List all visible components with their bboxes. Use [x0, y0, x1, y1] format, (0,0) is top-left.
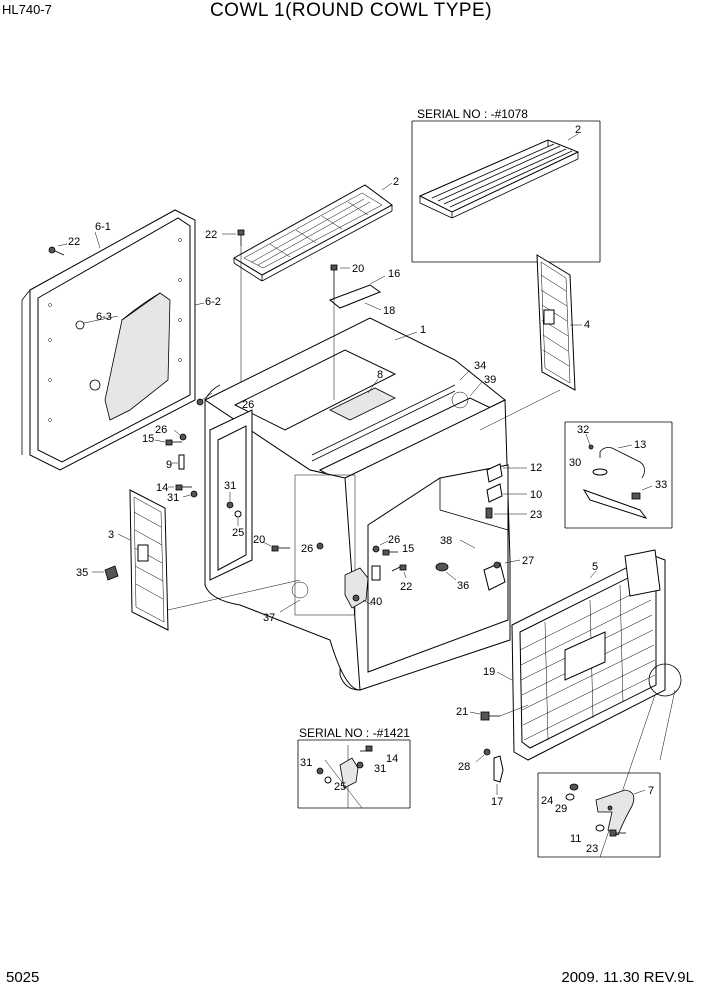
- part-top-grille: 2 22: [205, 176, 399, 400]
- callout-39: 39: [484, 374, 496, 386]
- callout-19: 19: [483, 666, 495, 678]
- callout-6-3: 6-3: [96, 311, 112, 323]
- hardware-hinges: 12 10 23 38 27 36: [435, 462, 542, 592]
- callout-15-left: 15: [142, 433, 154, 445]
- callout-2: 2: [393, 176, 399, 188]
- inset2-callout-31-right: 31: [374, 763, 386, 775]
- inset-hook: 7 24 29 11 23: [537, 689, 676, 858]
- callout-10: 10: [530, 489, 542, 501]
- inset2-serial-label: SERIAL NO : -#1421: [299, 726, 410, 740]
- hardware-middle: 26 26 15 22 40 37: [263, 534, 414, 624]
- callout-3: 3: [108, 529, 114, 541]
- inset-handle: 32 30 13 33: [564, 421, 673, 529]
- callout-24: 24: [541, 795, 553, 807]
- inset2-callout-25: 25: [334, 781, 346, 793]
- callout-11: 11: [570, 833, 581, 845]
- inset2-callout-31-left: 31: [300, 757, 312, 769]
- callout-38: 38: [440, 535, 452, 547]
- callout-35: 35: [76, 567, 88, 579]
- callout-14-left: 14: [156, 482, 168, 494]
- callout-20-top: 20: [352, 263, 364, 275]
- callout-32: 32: [577, 424, 589, 436]
- callout-26-mid: 26: [301, 543, 313, 555]
- callout-15-front: 15: [402, 543, 414, 555]
- callout-20-mid: 20: [253, 534, 265, 546]
- callout-7: 7: [648, 785, 654, 797]
- callout-21: 21: [456, 706, 468, 718]
- callout-28: 28: [458, 761, 470, 773]
- callout-12: 12: [530, 462, 542, 474]
- callout-5: 5: [592, 561, 598, 573]
- callout-30: 30: [569, 457, 581, 469]
- callout-13: 13: [634, 439, 646, 451]
- date-revision: 2009. 11.30 REV.9L: [561, 969, 694, 986]
- callout-23-hinge: 23: [530, 509, 542, 521]
- callout-25: 25: [232, 527, 244, 539]
- inset-serial-1078: SERIAL NO : -#1078 2: [411, 107, 601, 263]
- callout-16: 16: [388, 268, 400, 280]
- callout-40: 40: [370, 596, 382, 608]
- callout-23-inset: 23: [586, 843, 598, 855]
- callout-1: 1: [420, 324, 426, 336]
- part-side-grille: 4: [479, 254, 590, 431]
- callout-26-left: 26: [155, 424, 167, 436]
- callout-9: 9: [166, 459, 172, 471]
- hardware-latch: 28 17: [458, 748, 504, 808]
- part-bracket-16: 20 16 18: [329, 263, 400, 400]
- inset-serial-1421: SERIAL NO : -#1421 14 31 31 25: [297, 726, 411, 809]
- callout-8: 8: [377, 369, 383, 381]
- part-radiator-door: 5 19 21: [456, 549, 682, 761]
- callout-37: 37: [263, 612, 275, 624]
- inset-serial-label: SERIAL NO : -#1078: [417, 107, 528, 121]
- callout-6-2: 6-2: [205, 296, 221, 308]
- callout-17: 17: [491, 796, 503, 808]
- callout-31-mid: 31: [224, 480, 236, 492]
- inset2-callout-14: 14: [386, 753, 398, 765]
- page-number: 5025: [6, 969, 40, 986]
- page-title: COWL 1(ROUND COWL TYPE): [209, 0, 493, 21]
- callout-4: 4: [584, 319, 590, 331]
- hardware-left: 26 15 9 14 31 31 25 20: [142, 424, 290, 552]
- callout-36: 36: [457, 580, 469, 592]
- callout-34: 34: [474, 360, 486, 372]
- callout-29: 29: [555, 803, 567, 815]
- callout-26-front: 26: [388, 534, 400, 546]
- part-main-cowl: 26 34 39 1 8: [196, 317, 511, 691]
- part-front-grille: 3 35: [76, 489, 301, 631]
- callout-22-panel: 22: [68, 236, 80, 248]
- callout-18: 18: [383, 305, 395, 317]
- model-code: HL740-7: [2, 2, 52, 17]
- callout-31-left: 31: [167, 492, 179, 504]
- callout-2-inset: 2: [575, 124, 581, 136]
- callout-26-body: 26: [242, 399, 254, 411]
- part-side-panel: 22 6-1 6-3 6-2: [21, 209, 221, 471]
- callout-33: 33: [655, 479, 667, 491]
- callout-6-1: 6-1: [95, 221, 111, 233]
- callout-22-top: 22: [205, 229, 217, 241]
- callout-27: 27: [522, 555, 534, 567]
- callout-22-front: 22: [400, 581, 412, 593]
